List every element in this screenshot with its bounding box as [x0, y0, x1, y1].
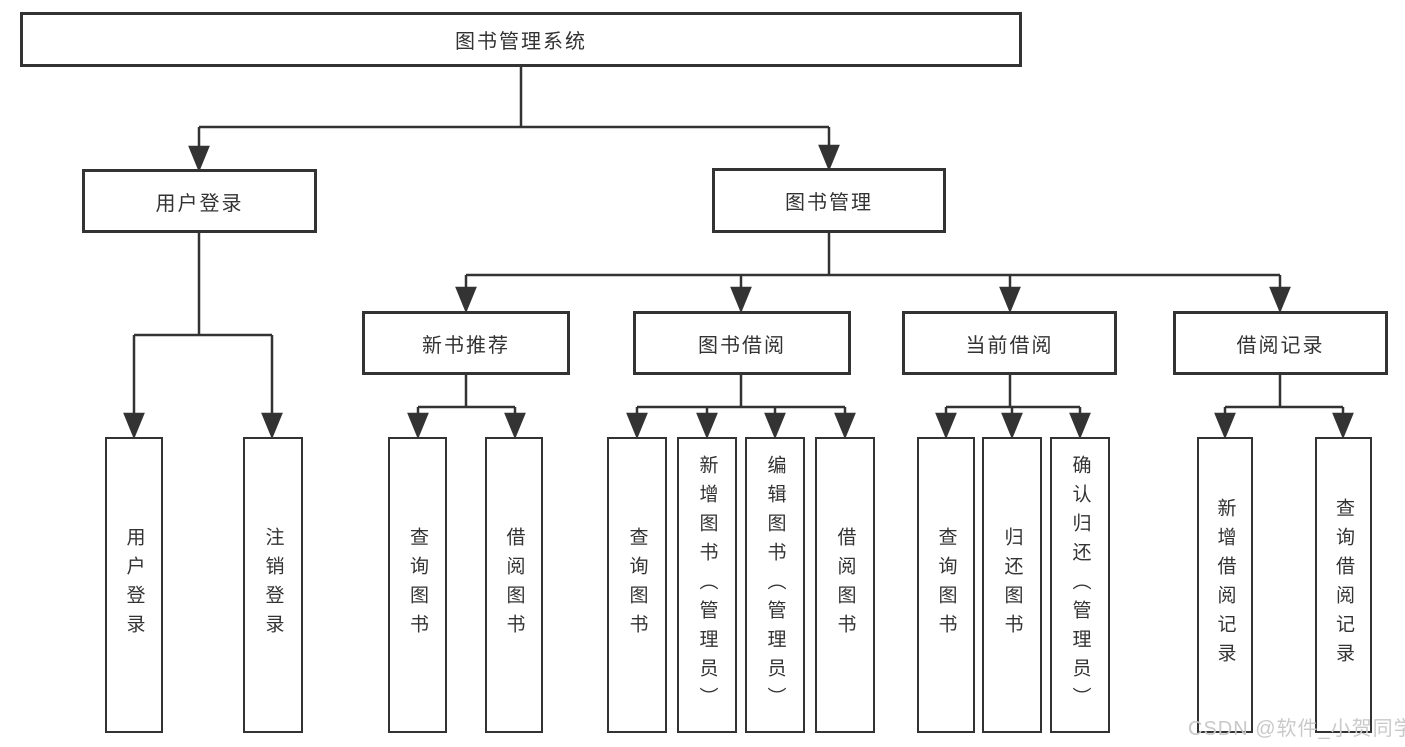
connector-lines: [197, 67, 831, 150]
leaf-borrow-book-2: 借阅图书: [815, 437, 875, 733]
connector-current-borrowing-to-leaves: [935, 375, 1091, 440]
leaf-add-borrow-record: 新增借阅记录: [1197, 437, 1253, 733]
node-book-management-label: 图书管理: [785, 192, 873, 214]
leaf-add-borrow-record-label: 新增借阅记录: [1214, 498, 1236, 672]
arrow-down-icon: [818, 144, 840, 172]
arrow-down-icon: [455, 286, 477, 314]
leaf-query-book-1-label: 查询图书: [407, 527, 428, 643]
node-new-book-recommend: 新书推荐: [362, 311, 570, 375]
node-book-borrowing: 图书借阅: [633, 311, 851, 375]
leaf-return-book-label: 归还图书: [1001, 527, 1023, 643]
leaf-borrow-book-2-label: 借阅图书: [834, 527, 856, 643]
arrow-down-icon: [935, 412, 957, 440]
leaf-query-book-3-label: 查询图书: [935, 527, 957, 643]
leaf-confirm-return-admin: 确认归还（管理员）: [1050, 437, 1110, 733]
csdn-watermark: CSDN @软件_小贺同学: [1188, 718, 1405, 740]
connector-book-borrowing-to-leaves: [626, 375, 856, 440]
arrow-down-icon: [834, 412, 856, 440]
leaf-query-book-3: 查询图书: [917, 437, 975, 733]
arrow-down-icon: [1214, 412, 1236, 440]
connector-lines: [635, 375, 847, 416]
connector-lines: [1223, 375, 1345, 416]
connector-borrowing-records-to-leaves: [1214, 375, 1354, 440]
arrow-down-icon: [696, 412, 718, 440]
node-current-borrowing-label: 当前借阅: [965, 334, 1054, 357]
node-user-login: 用户登录: [82, 169, 317, 233]
node-current-borrowing: 当前借阅: [902, 311, 1117, 375]
arrow-down-icon: [504, 412, 526, 440]
arrow-down-icon: [1332, 412, 1354, 440]
arrow-down-icon: [261, 412, 283, 440]
arrow-down-icon: [1001, 412, 1023, 440]
leaf-edit-book-admin: 编辑图书（管理员）: [745, 437, 805, 733]
arrow-down-icon: [764, 412, 786, 440]
connector-lines: [416, 375, 517, 416]
node-new-book-recommend-label: 新书推荐: [422, 334, 510, 357]
leaf-return-book: 归还图书: [982, 437, 1042, 733]
leaf-borrow-book-1-label: 借阅图书: [503, 527, 525, 643]
leaf-confirm-return-admin-label: 确认归还（管理员）: [1069, 454, 1091, 716]
arrow-down-icon: [999, 286, 1021, 314]
node-borrowing-records-label: 借阅记录: [1236, 334, 1325, 357]
arrow-down-icon: [188, 145, 210, 173]
node-root: 图书管理系统: [20, 12, 1022, 67]
arrow-down-icon: [730, 286, 752, 314]
leaf-logout: 注销登录: [243, 437, 303, 733]
connector-new-book-recommend-to-leaves: [407, 375, 526, 440]
leaf-query-book-1: 查询图书: [388, 437, 447, 733]
arrow-down-icon: [123, 412, 145, 440]
leaf-query-book-2-label: 查询图书: [626, 527, 648, 643]
node-root-label: 图书管理系统: [455, 31, 587, 53]
connector-book-management-to-level3: [455, 233, 1291, 314]
arrow-down-icon: [1069, 412, 1091, 440]
connector-lines: [132, 233, 274, 416]
leaf-user-login: 用户登录: [105, 437, 163, 733]
leaf-add-book-admin-label: 新增图书（管理员）: [696, 454, 718, 716]
connector-root-to-level2: [188, 67, 840, 173]
node-user-login-label: 用户登录: [155, 192, 244, 215]
leaf-query-book-2: 查询图书: [607, 437, 667, 733]
node-book-management: 图书管理: [712, 168, 946, 233]
arrow-down-icon: [1269, 286, 1291, 314]
connector-lines: [944, 375, 1082, 416]
leaf-borrow-book-1: 借阅图书: [485, 437, 543, 733]
node-book-borrowing-label: 图书借阅: [698, 334, 786, 357]
leaf-query-borrow-record: 查询借阅记录: [1315, 437, 1372, 733]
connector-lines: [464, 233, 1282, 290]
leaf-add-book-admin: 新增图书（管理员）: [677, 437, 737, 733]
node-borrowing-records: 借阅记录: [1173, 311, 1388, 375]
leaf-query-borrow-record-label: 查询借阅记录: [1333, 498, 1354, 672]
arrow-down-icon: [407, 412, 429, 440]
leaf-user-login-label: 用户登录: [123, 527, 145, 643]
leaf-logout-label: 注销登录: [262, 527, 284, 643]
leaf-edit-book-admin-label: 编辑图书（管理员）: [764, 454, 786, 716]
arrow-down-icon: [626, 412, 648, 440]
connector-user-login-to-leaves: [123, 233, 283, 440]
